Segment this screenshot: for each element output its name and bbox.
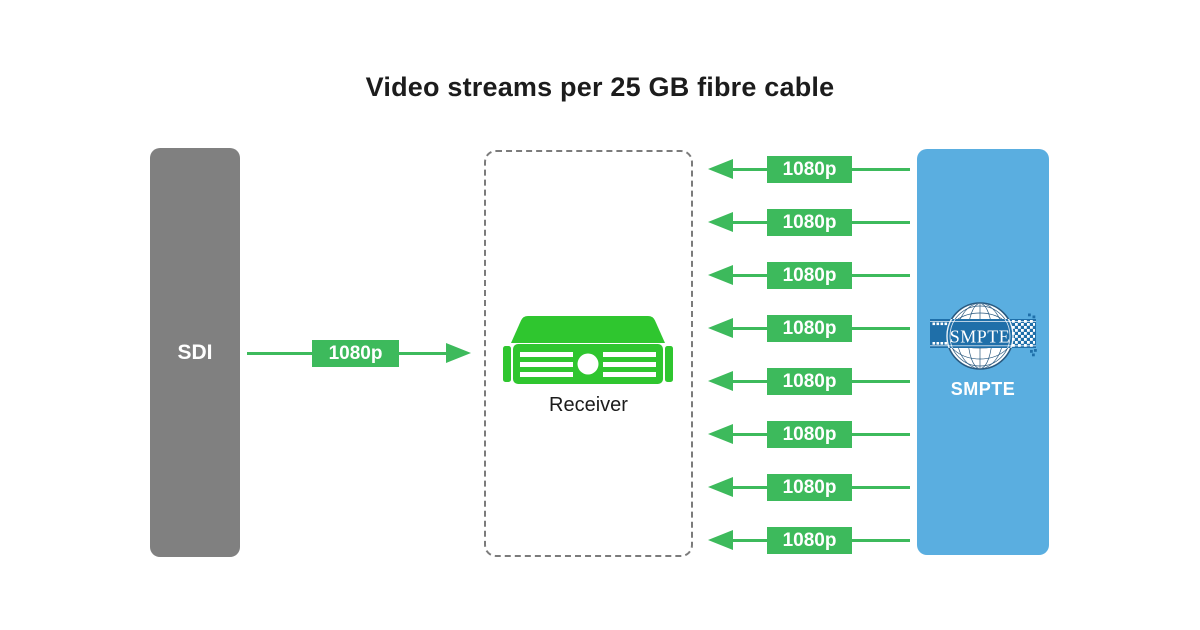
smpte-stream-arrow: 1080p	[708, 368, 910, 395]
stream-badge: 1080p	[767, 368, 852, 395]
banner-edge-lines	[930, 321, 1036, 347]
server-icon	[503, 316, 673, 384]
arrowhead-left-icon	[708, 318, 733, 338]
arrowhead-right-icon	[446, 343, 471, 363]
sdi-box	[150, 148, 240, 557]
mosaic-pattern	[1012, 320, 1035, 347]
smpte-stream-arrow: 1080p	[708, 421, 910, 448]
server-lid	[511, 316, 665, 343]
smpte-logo-icon: SMPTE	[930, 302, 1037, 370]
smpte-stream-arrow: 1080p	[708, 209, 910, 236]
smpte-stream-arrow: 1080p	[708, 315, 910, 342]
arrowhead-left-icon	[708, 159, 733, 179]
stream-badge: 1080p	[767, 421, 852, 448]
arrowhead-left-icon	[708, 212, 733, 232]
arrowhead-left-icon	[708, 530, 733, 550]
server-ear-right	[665, 346, 673, 382]
smpte-label: SMPTE	[950, 379, 1016, 399]
sdi-stream-arrow: 1080p	[247, 340, 471, 367]
sdi-label: SDI	[177, 341, 213, 364]
film-perforations	[932, 322, 948, 345]
mosaic-outside	[1028, 313, 1037, 357]
stream-badge: 1080p	[767, 474, 852, 501]
arrowhead-left-icon	[708, 371, 733, 391]
arrowhead-left-icon	[708, 477, 733, 497]
arrowhead-left-icon	[708, 424, 733, 444]
stream-badge: 1080p	[767, 527, 852, 554]
stream-badge: 1080p	[767, 156, 852, 183]
arrowhead-left-icon	[708, 265, 733, 285]
receiver-box	[484, 150, 693, 557]
ring-over-banner	[946, 319, 1014, 348]
stream-badge: 1080p	[767, 209, 852, 236]
smpte-logo-text: SMPTE	[950, 327, 1011, 347]
server-ear-left	[503, 346, 511, 382]
smpte-stream-arrow: 1080p	[708, 527, 910, 554]
smpte-stream-arrow: 1080p	[708, 474, 910, 501]
stream-badge: 1080p	[767, 315, 852, 342]
server-vents	[520, 352, 656, 377]
smpte-stream-arrow: 1080p	[708, 262, 910, 289]
stream-badge: 1080p	[767, 262, 852, 289]
receiver-label: Receiver	[549, 394, 628, 416]
smpte-stream-arrow: 1080p	[708, 156, 910, 183]
stream-badge: 1080p	[312, 340, 399, 367]
diagram-title: Video streams per 25 GB fibre cable	[365, 72, 835, 102]
